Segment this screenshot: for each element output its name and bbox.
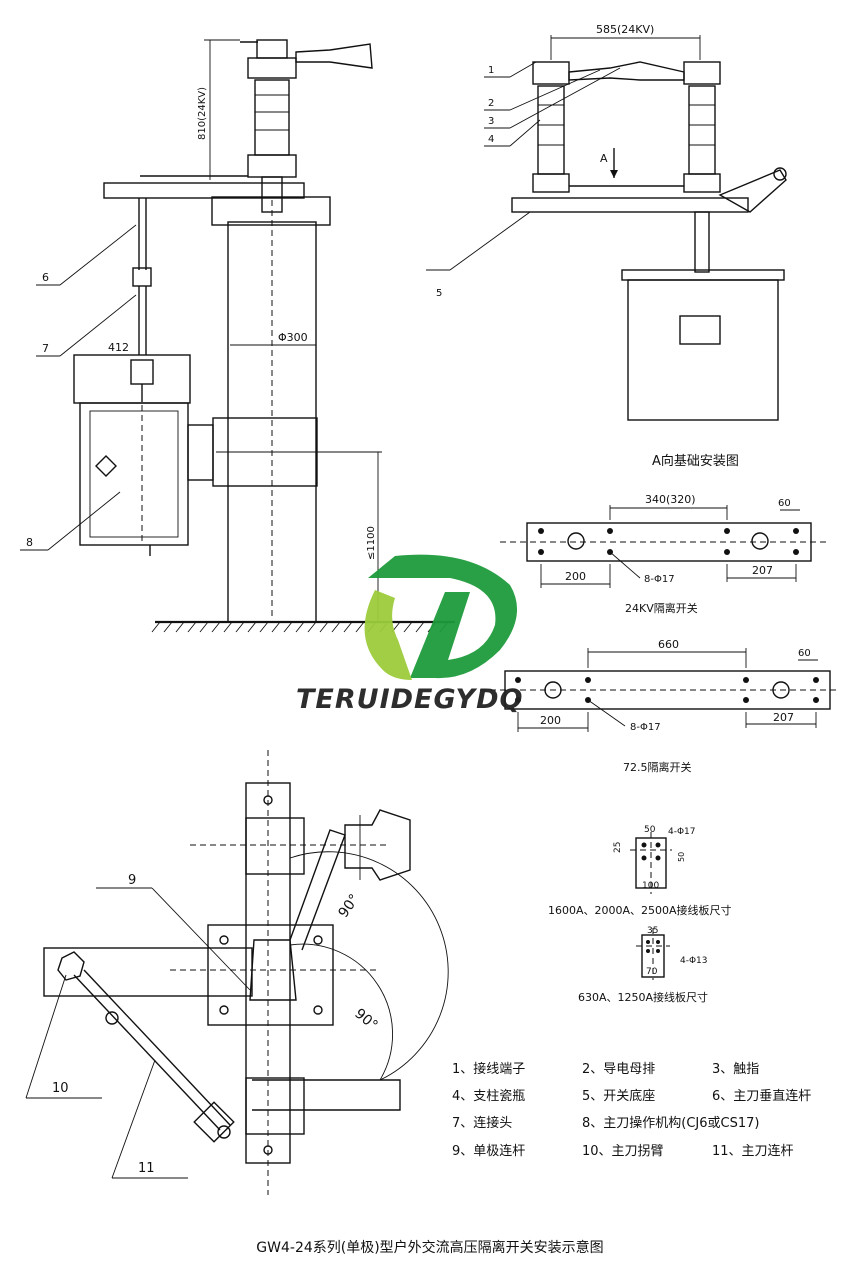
base-72kv-dim-207: 207 [773,711,794,724]
base-24kv-dim-60: 60 [778,498,791,509]
plate-big-dim-25: 25 [613,842,623,853]
callout-6: 6 [42,271,49,284]
callout-10: 10 [52,1081,69,1096]
a-callout-1: 1 [488,65,494,76]
legend-item-7: 7、连接头 [452,1115,512,1131]
mounting-arm [103,182,305,199]
mechanism-hood [73,354,191,404]
base-24kv-caption: 24KV隔离开关 [625,601,698,615]
base-72kv-dim-60: 60 [798,648,811,659]
top-view-terminal [344,809,411,881]
dim-width-label: 412 [108,341,129,354]
callout-8: 8 [26,536,33,549]
plate-small-caption: 630A、1250A接线板尺寸 [578,990,708,1004]
legend-item-4: 4、支柱瓷瓶 [452,1089,525,1104]
top-view-crank-arm [43,947,253,997]
callout-11: 11 [138,1161,155,1176]
a-callout-2: 2 [488,98,494,109]
connector-head [132,267,152,287]
a-direction-view: 585(24KV) A 1 2 3 4 [426,23,787,469]
angle-label-1: 90° [336,891,363,921]
pole-cap [211,196,331,226]
legend-item-11: 11、主刀连杆 [712,1143,794,1159]
base-24kv-holes: 8-Φ17 [644,574,675,585]
angle-label-2: 90° [351,1006,380,1034]
base-24kv-dim-center: 340(320) [645,493,696,506]
plate-big-holes: 4-Φ17 [668,827,696,837]
a-callout-5: 5 [436,288,442,299]
watermark-logo: TERUIDEGYDQ [296,554,523,715]
legend-item-6: 6、主刀垂直连杆 [712,1088,811,1104]
top-view-blade [289,829,346,951]
insulator-base [247,154,297,178]
a-switch-base [511,197,749,213]
a-crank-arm [718,169,787,213]
terminal-plate-small: 35 4-Φ13 70 630A、1250A接线板尺寸 [578,926,708,1004]
logo-mark-green [368,554,518,679]
terminal-plate-large: 50 4-Φ17 25 50 100 1600A、2000A、2500A接线板尺… [548,825,732,917]
top-view-base-channel [245,782,291,1164]
base-72kv: 660 60 200 207 8-Φ17 72.5隔离开关 [480,638,840,774]
legend-item-1: 1、接线端子 [452,1061,525,1077]
a-arrow-label: A [600,152,608,165]
legend-item-2: 2、导电母排 [582,1062,655,1077]
post-insulator [254,79,290,156]
a-callout-3: 3 [488,116,494,127]
plate-small-dim-35: 35 [647,926,658,936]
top-view-link-rod [73,974,221,1131]
a-busbar [568,61,685,81]
plate-small-dim-70: 70 [646,967,658,977]
a-view-caption: A向基础安装图 [652,453,739,469]
base-72kv-dim-center: 660 [658,638,679,651]
plate-big-caption: 1600A、2000A、2500A接线板尺寸 [548,903,732,917]
dim-pole-label: Φ300 [278,331,308,344]
a-right-insulator [688,85,716,175]
contact-head [247,57,297,79]
plate-big-dim-100: 100 [642,881,659,891]
legend-item-5: 5、开关底座 [582,1088,655,1104]
callout-7: 7 [42,342,49,355]
dim-ground-label: ≤1100 [366,526,377,560]
base-24kv-dim-207: 207 [752,564,773,577]
base-72kv-holes: 8-Φ17 [630,722,661,733]
plate-small-holes: 4-Φ13 [680,956,708,966]
base-72kv-caption: 72.5隔离开关 [623,760,692,774]
a-mechanism-box [627,279,779,421]
base-24kv-dim-200: 200 [565,570,586,583]
top-view: 90° 90° 9 10 11 [25,750,449,1195]
a-dim-width: 585(24KV) [596,23,654,36]
logo-wordmark: TERUIDEGYDQ [296,684,523,715]
legend-item-9: 9、单极连杆 [452,1143,525,1159]
mount-flange [187,424,214,481]
legend-item-3: 3、触指 [712,1062,759,1077]
plate-big-dim-50b: 50 [677,852,686,862]
main-side-view: 810(24KV) 412 Φ300 ≤1100 6 7 8 [20,39,455,633]
logo-mark-lightgreen [364,590,412,680]
callout-9: 9 [128,873,136,888]
base-72kv-dim-200: 200 [540,714,561,727]
a-callout-4: 4 [488,134,494,145]
dim-height-label: 810(24KV) [197,87,208,140]
base-24kv: 340(320) 60 200 207 8-Φ17 24KV隔离开关 [500,493,830,615]
hex-knob [95,455,117,477]
top-view-base-plate [207,924,334,1026]
a-left-insulator [537,85,565,175]
operating-mechanism-box [79,402,189,546]
busbar [295,43,373,69]
plate-big-dim-50: 50 [644,825,656,835]
page-title: GW4-24系列(单极)型户外交流高压隔离开关安装示意图 [256,1239,603,1256]
legend: 1、接线端子 2、导电母排 3、触指 4、支柱瓷瓶 5、开关底座 6、主刀垂直连… [452,1061,811,1159]
legend-item-10: 10、主刀拐臂 [582,1144,664,1159]
legend-item-8: 8、主刀操作机构(CJ6或CS17) [582,1115,759,1131]
terminal [256,39,288,59]
